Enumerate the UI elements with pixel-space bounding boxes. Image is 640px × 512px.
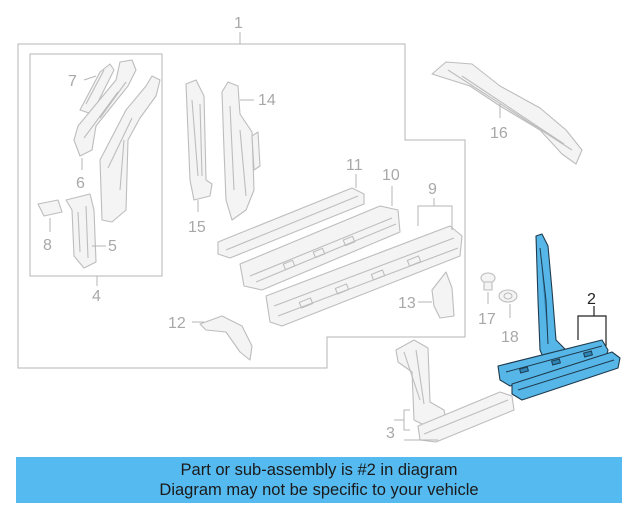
callout-11: 11 [346, 157, 363, 174]
part-5: 5 [65, 75, 161, 269]
banner-line-1: Part or sub-assembly is #2 in diagram [180, 461, 458, 479]
part-13: 13 [398, 271, 455, 319]
banner-line-2: Diagram may not be specific to your vehi… [159, 481, 479, 499]
callout-12: 12 [168, 315, 186, 332]
callout-17: 17 [478, 311, 496, 328]
assembly-4-outline [29, 53, 163, 277]
callout-13: 13 [398, 295, 416, 312]
part-14: 14 [221, 81, 276, 221]
part-2-highlighted: 2 [497, 233, 621, 401]
callout-6: 6 [76, 175, 85, 192]
callout-9: 9 [428, 181, 437, 198]
callout-15: 15 [188, 219, 206, 236]
part-9: 9 [265, 181, 463, 327]
callout-8: 8 [43, 237, 52, 254]
part-15: 15 [185, 79, 213, 236]
callout-1: 1 [234, 15, 243, 32]
part-3: 3 [386, 339, 515, 443]
callout-18: 18 [501, 329, 519, 346]
callout-16: 16 [490, 125, 508, 142]
part-6: 6 [73, 59, 137, 192]
part-16: 16 [431, 61, 583, 165]
callout-10: 10 [382, 167, 400, 184]
info-banner: Part or sub-assembly is #2 in diagram Di… [16, 457, 622, 503]
callout-14: 14 [258, 92, 276, 109]
callout-4: 4 [92, 288, 101, 305]
parts-diagram: 1 4 7 6 5 8 15 [17, 15, 621, 443]
part-18: 18 [498, 289, 519, 346]
assembly-1-outline [17, 43, 466, 369]
part-17: 17 [478, 272, 496, 328]
callout-2: 2 [587, 291, 596, 308]
part-11: 11 [217, 157, 365, 259]
callout-5: 5 [108, 238, 117, 255]
part-8: 8 [37, 199, 63, 254]
callout-7: 7 [68, 73, 77, 90]
part-12: 12 [168, 315, 253, 361]
callout-3: 3 [386, 425, 395, 442]
part-10: 10 [239, 167, 401, 291]
